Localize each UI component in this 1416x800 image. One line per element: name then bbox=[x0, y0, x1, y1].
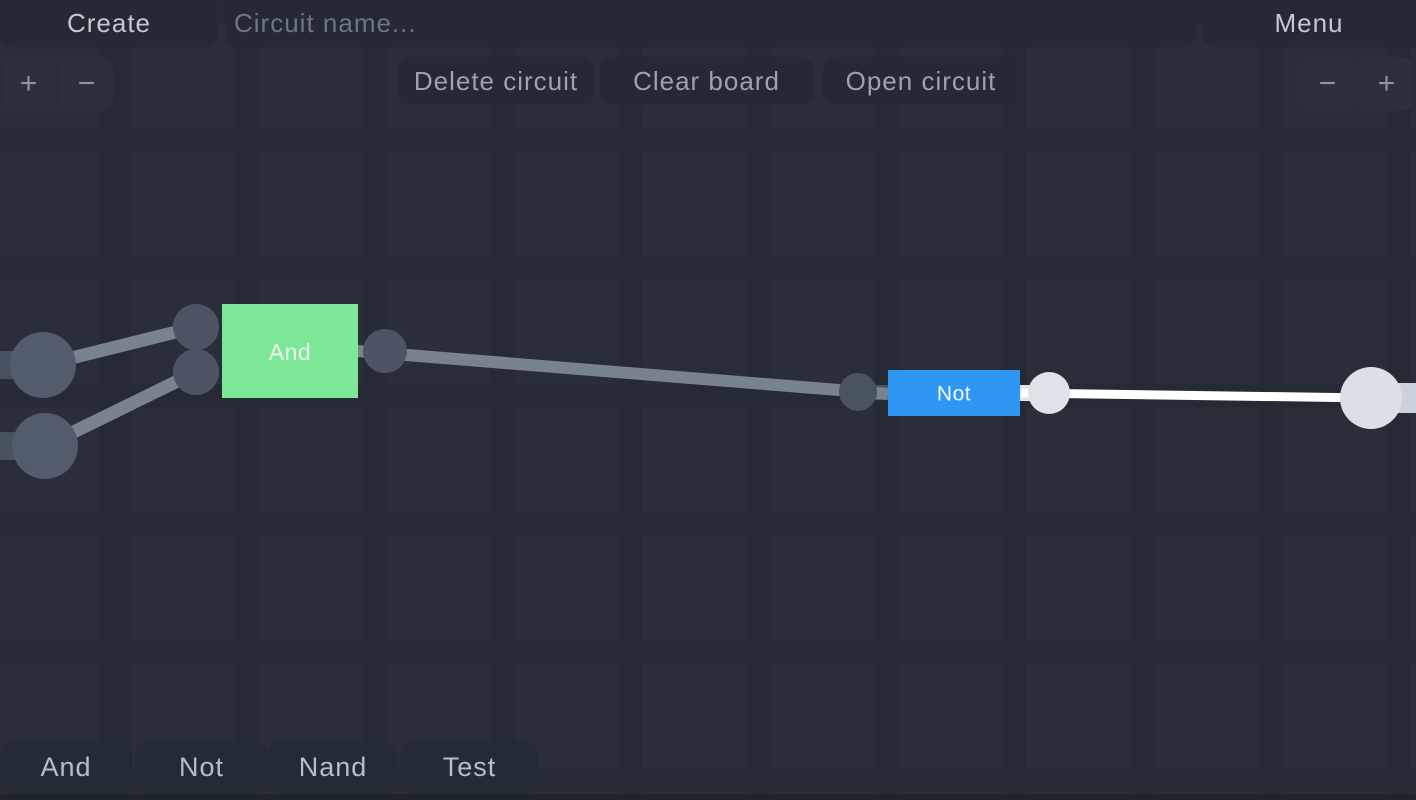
palette-item-not[interactable]: Not bbox=[135, 741, 268, 794]
node-not-output[interactable] bbox=[1028, 372, 1070, 414]
clear-board-button[interactable]: Clear board bbox=[599, 57, 814, 105]
zoom-in-button-left[interactable]: + bbox=[3, 57, 55, 111]
gate-and-label: And bbox=[269, 339, 311, 365]
palette-item-nand[interactable]: Nand bbox=[269, 741, 397, 794]
minus-icon: − bbox=[1318, 67, 1338, 100]
palette-item-and-label: And bbox=[40, 752, 92, 782]
node-output-terminal[interactable] bbox=[1340, 367, 1402, 429]
zoom-out-button-right[interactable]: − bbox=[1302, 57, 1354, 111]
gate-not-label: Not bbox=[937, 383, 971, 406]
open-circuit-button[interactable]: Open circuit bbox=[823, 57, 1019, 105]
open-circuit-label: Open circuit bbox=[845, 65, 997, 96]
create-button-label: Create bbox=[66, 8, 152, 38]
create-button[interactable]: Create bbox=[0, 0, 218, 47]
wire-and-not[interactable] bbox=[356, 345, 889, 400]
bottom-edge bbox=[0, 794, 1416, 800]
palette-item-nand-label: Nand bbox=[298, 752, 368, 782]
menu-button[interactable]: Menu bbox=[1202, 0, 1416, 47]
palette-item-and[interactable]: And bbox=[0, 741, 132, 794]
delete-circuit-button[interactable]: Delete circuit bbox=[398, 57, 594, 105]
circuit-name-input[interactable] bbox=[225, 0, 1196, 47]
plus-icon: + bbox=[1377, 67, 1397, 100]
plus-icon: + bbox=[19, 67, 39, 100]
palette-item-not-label: Not bbox=[178, 752, 225, 782]
gate-not[interactable] bbox=[888, 370, 1020, 416]
node-and-input-2[interactable] bbox=[173, 349, 219, 395]
delete-circuit-label: Delete circuit bbox=[413, 65, 579, 96]
zoom-in-button-right[interactable]: + bbox=[1361, 57, 1413, 111]
node-and-output[interactable] bbox=[363, 329, 407, 373]
clear-board-label: Clear board bbox=[633, 65, 780, 96]
node-and-input-1[interactable] bbox=[173, 304, 219, 350]
wire-not-out[interactable] bbox=[1020, 388, 1372, 403]
node-input-terminal-2[interactable] bbox=[12, 413, 78, 479]
node-not-input[interactable] bbox=[839, 373, 877, 411]
zoom-out-button-left[interactable]: − bbox=[61, 57, 113, 111]
minus-icon: − bbox=[77, 67, 97, 100]
gate-and[interactable] bbox=[222, 304, 358, 398]
palette-item-test-label: Test bbox=[442, 752, 497, 782]
menu-button-label: Menu bbox=[1274, 8, 1344, 38]
node-input-terminal-1[interactable] bbox=[10, 332, 76, 398]
palette-item-test[interactable]: Test bbox=[401, 741, 538, 794]
